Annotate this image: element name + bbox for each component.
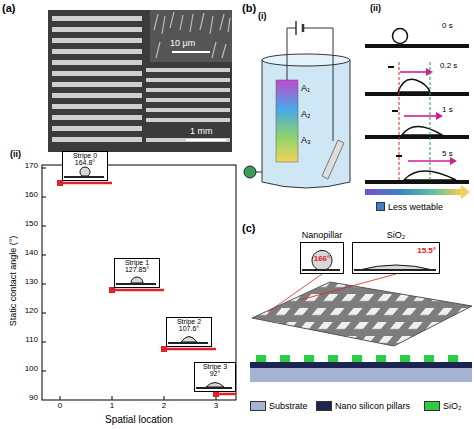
legend-item: Nano silicon pillars: [316, 400, 410, 411]
figure-label: (b): [242, 2, 256, 14]
figure-label: 160: [8, 191, 38, 200]
figure-label: 130: [8, 278, 38, 287]
legend-text: SiO₂: [443, 401, 462, 411]
wetting-inset: SiO₂15.5°: [352, 242, 440, 274]
legend-swatch: [424, 401, 440, 411]
electrowetting-tank: [244, 21, 350, 188]
droplet-shape: [181, 337, 197, 343]
angle-value: 92°: [195, 370, 235, 378]
inset-title: Nanopillar: [301, 231, 343, 241]
legend-swatch: [316, 401, 332, 411]
figure-label: (a): [2, 2, 15, 14]
figure-label: 1 s: [442, 106, 453, 115]
substrate-line: [64, 176, 104, 178]
figure-label: 170: [8, 162, 38, 171]
droplet-shape: [131, 277, 143, 283]
patterned-surface: [250, 274, 472, 382]
legend-item: Less wettable: [376, 201, 443, 212]
figure-label: 5 s: [442, 150, 453, 159]
figure-label: 110: [8, 336, 38, 345]
legend-text: Less wettable: [388, 202, 443, 212]
droplet-sequence: [365, 29, 470, 200]
substrate-line: [116, 283, 156, 285]
angle-value: 15.5°: [417, 247, 436, 256]
legend-swatch: [250, 401, 266, 411]
figure-label: 120: [8, 307, 38, 316]
figure-label: (i): [258, 12, 267, 22]
legend-text: Substrate: [269, 401, 308, 411]
figure-label: 0: [50, 402, 70, 411]
figure-label: A₃: [301, 136, 311, 146]
figure-label: 0.2 s: [440, 62, 457, 71]
axis-title: Static contact angle (°): [9, 201, 19, 361]
figure-label: A₂: [301, 110, 311, 120]
substrate-line: [354, 269, 436, 271]
substrate-line: [168, 342, 208, 344]
droplet-shape: [80, 167, 90, 176]
figure-label: Spatial location: [89, 414, 189, 425]
angle-value: 127.85°: [115, 266, 159, 274]
angle-value: 107.6°: [167, 325, 211, 333]
wetting-inset: Nanopillar166°: [300, 242, 344, 274]
figure-label: 90: [8, 394, 38, 403]
angle-value: 166°: [301, 255, 343, 264]
inset-title: SiO₂: [353, 231, 439, 241]
figure-label: 100: [8, 365, 38, 374]
angle-value: 164.8°: [63, 159, 107, 167]
stripe-inset: Stripe 0164.8°: [62, 151, 108, 181]
stripe-inset: Stripe 1127.85°: [114, 258, 160, 288]
inset-title: Stripe 2: [167, 318, 211, 326]
figure-label: 2: [154, 402, 174, 411]
figure-label: (ii): [10, 150, 21, 160]
figure-label: (ii): [370, 4, 381, 14]
contact-angle-chart: [42, 165, 236, 400]
legend-item: Substrate: [250, 400, 308, 411]
substrate-line: [302, 269, 340, 271]
sem-image: [48, 10, 232, 152]
figure-label: 140: [8, 249, 38, 258]
legend-text: Nano silicon pillars: [335, 401, 410, 411]
figure-label: 10 μm: [170, 39, 195, 49]
inset-title: Stripe 3: [195, 363, 235, 371]
figure-label: 150: [8, 220, 38, 229]
droplet-shape: [206, 383, 224, 388]
figure-label: 1: [102, 402, 122, 411]
stripe-inset: Stripe 2107.6°: [166, 317, 212, 347]
figure-label: (i): [14, 12, 23, 22]
figure-label: 1 mm: [190, 127, 213, 137]
figure-label: (c): [242, 222, 255, 234]
figure-label: 0 s: [442, 22, 453, 31]
stripe-inset: Stripe 392°: [194, 362, 236, 392]
inset-title: Stripe 0: [63, 152, 107, 160]
legend-item: SiO₂: [424, 400, 462, 411]
substrate-line: [196, 387, 232, 389]
figure-label: 3: [206, 402, 226, 411]
legend-swatch: [376, 202, 385, 211]
inset-title: Stripe 1: [115, 259, 159, 267]
figure-label: A₁: [301, 84, 310, 94]
